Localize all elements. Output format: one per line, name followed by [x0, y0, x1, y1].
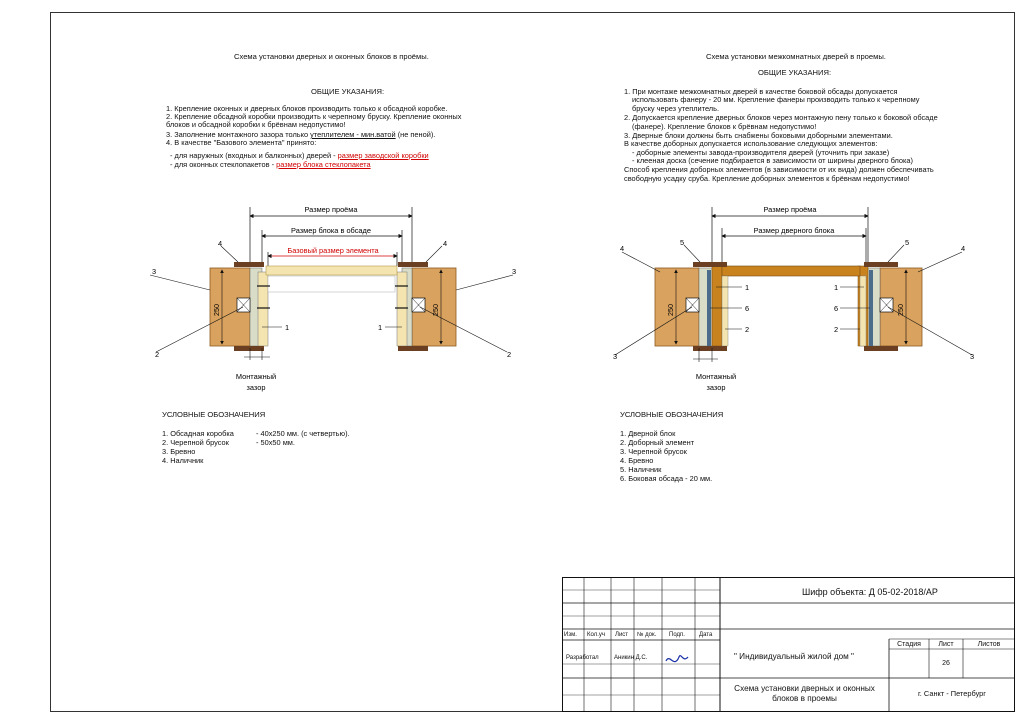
- left-legend-1-value: - 40x250 мм. (с четвертью).: [256, 429, 350, 438]
- left-legend-1-name: 1. Обсадная коробка: [162, 429, 234, 438]
- right-note-1: 1. При монтаже межкомнатных дверей в кач…: [624, 87, 898, 96]
- right-callout-5a: 5: [680, 238, 684, 247]
- role-developer: Разработал: [566, 655, 599, 661]
- col-header-list: Лист: [615, 632, 629, 638]
- right-dim-opening: Размер проёма: [764, 205, 818, 214]
- left-callout-3a: 3: [152, 267, 156, 276]
- right-size-a: 250: [666, 304, 675, 316]
- left-legend-title: УСЛОВНЫЕ ОБОЗНАЧЕНИЯ: [162, 410, 266, 419]
- left-size-a: 250: [212, 304, 221, 316]
- right-note-1b: использовать фанеру - 20 мм. Крепление ф…: [632, 95, 920, 104]
- left-callout-4a: 4: [218, 239, 222, 248]
- right-note-3b: В качестве доборных допускается использо…: [624, 139, 878, 148]
- right-size-b: 250: [896, 304, 905, 316]
- signature-mark: [665, 655, 689, 663]
- left-note-2a: 2. Крепление обсадной коробки производит…: [166, 112, 462, 121]
- right-legend-2: 2. Доборный элемент: [620, 438, 695, 447]
- left-note-2b: блоков и обсадной коробки к брёвнам недо…: [166, 120, 346, 129]
- left-legend-2-value: - 50x50 мм.: [256, 438, 295, 447]
- sheet-number: 26: [942, 660, 950, 667]
- left-note-3: 3. Заполнение монтажного зазора только у…: [166, 130, 436, 139]
- right-note-1c: бруску через утеплитель.: [632, 104, 720, 113]
- col-header-izm: Изм.: [564, 632, 577, 638]
- right-legend-6: 6. Боковая обсада - 20 мм.: [620, 474, 713, 483]
- right-legend-3: 3. Черепной брусок: [620, 447, 687, 456]
- right-callout-4b: 4: [961, 244, 965, 253]
- right-note-3f: свободную усадку сруба. Крепление доборн…: [624, 174, 910, 183]
- left-gap-label-2: зазор: [247, 383, 266, 392]
- right-dim-block: Размер дверного блока: [754, 226, 836, 235]
- left-note-4: 4. В качестве "Базового элемента" принят…: [166, 138, 317, 147]
- col-header-kol: Кол.уч: [587, 632, 605, 638]
- left-callout-3b: 3: [512, 267, 516, 276]
- left-gap-label-1: Монтажный: [236, 372, 276, 381]
- right-legend-5: 5. Наличник: [620, 465, 662, 474]
- col-header-sign: Подп.: [669, 632, 685, 638]
- left-note-1: 1. Крепление оконных и дверных блоков пр…: [166, 104, 448, 113]
- developer-name: Аникин Д.С.: [614, 655, 648, 661]
- right-legend-1: 1. Дверной блок: [620, 429, 676, 438]
- left-dim-base: Базовый размер элемента: [287, 246, 379, 255]
- left-dim-block: Размер блока в обсаде: [291, 226, 371, 235]
- right-title: Схема установки межкомнатных дверей в пр…: [706, 52, 886, 61]
- sheets-label: Листов: [977, 641, 1001, 648]
- drawing-sheet: [50, 12, 1015, 712]
- right-callout-3a: 3: [613, 352, 617, 361]
- object-code: Шифр объекта: Д 05-02-2018/АР: [802, 587, 938, 597]
- right-callout-2b: 2: [834, 325, 838, 334]
- left-note-4a: - для наружных (входных и балконных) две…: [170, 151, 429, 160]
- left-dim-opening: Размер проёма: [305, 205, 359, 214]
- sheet-label: Лист: [938, 641, 954, 648]
- right-note-2b: (фанере). Крепление блоков к брёвнам нед…: [632, 122, 817, 131]
- left-callout-1a: 1: [285, 323, 289, 332]
- left-callout-1b: 1: [378, 323, 382, 332]
- right-callout-6b: 6: [834, 304, 838, 313]
- left-heading: ОБЩИЕ УКАЗАНИЯ:: [311, 87, 385, 96]
- left-callout-4b: 4: [443, 239, 447, 248]
- left-callout-2b: 2: [507, 350, 511, 359]
- stage-label: Стадия: [897, 641, 921, 648]
- left-callout-2a: 2: [155, 350, 159, 359]
- right-callout-3b: 3: [970, 352, 974, 361]
- right-heading: ОБЩИЕ УКАЗАНИЯ:: [758, 68, 832, 77]
- right-callout-6a: 6: [745, 304, 749, 313]
- project-name: " Индивидуальный жилой дом ": [734, 652, 854, 661]
- right-callout-5b: 5: [905, 238, 909, 247]
- interior-door-diagram: Размер проёма Размер дверного блока 250: [613, 205, 974, 392]
- right-note-3d: - клееная доска (сечение подбирается в з…: [632, 156, 913, 165]
- sheet-title-1: Схема установки дверных и оконных: [734, 684, 875, 693]
- right-callout-1b: 1: [834, 283, 838, 292]
- left-base-element: [265, 265, 398, 276]
- left-size-b: 250: [431, 304, 440, 316]
- window-door-diagram: Размер проёма Размер блока в обсаде Базо…: [149, 205, 516, 392]
- right-note-3: 3. Дверные блоки должны быть снабжены бо…: [624, 131, 893, 140]
- left-note-4b: - для оконных стеклопакетов - размер бло…: [170, 160, 371, 169]
- right-callout-2a: 2: [745, 325, 749, 334]
- right-callout-1a: 1: [745, 283, 749, 292]
- left-legend-2-name: 2. Черепной брусок: [162, 438, 229, 447]
- right-gap-label-1: Монтажный: [696, 372, 736, 381]
- right-note-3c: - доборные элементы завода-производителя…: [632, 148, 890, 157]
- city: г. Санкт - Петербург: [918, 689, 986, 698]
- right-note-3e: Способ крепления доборных элементов (в з…: [624, 165, 934, 174]
- col-header-doc: № док.: [637, 632, 657, 638]
- left-legend-4-name: 4. Наличник: [162, 456, 204, 465]
- sheet-title-2: блоков в проемы: [772, 694, 837, 703]
- col-header-date: Дата: [699, 632, 713, 638]
- left-legend-3-name: 3. Бревно: [162, 447, 196, 456]
- right-note-2: 2. Допускается крепление дверных блоков …: [624, 113, 938, 122]
- right-legend-title: УСЛОВНЫЕ ОБОЗНАЧЕНИЯ: [620, 410, 724, 419]
- title-block: Шифр объекта: Д 05-02-2018/АР Изм. Кол.у…: [562, 577, 1015, 712]
- right-legend-4: 4. Бревно: [620, 456, 654, 465]
- right-callout-4a: 4: [620, 244, 624, 253]
- right-gap-label-2: зазор: [707, 383, 726, 392]
- right-door-block: [721, 265, 861, 277]
- left-title: Схема установки дверных и оконных блоков…: [234, 52, 429, 61]
